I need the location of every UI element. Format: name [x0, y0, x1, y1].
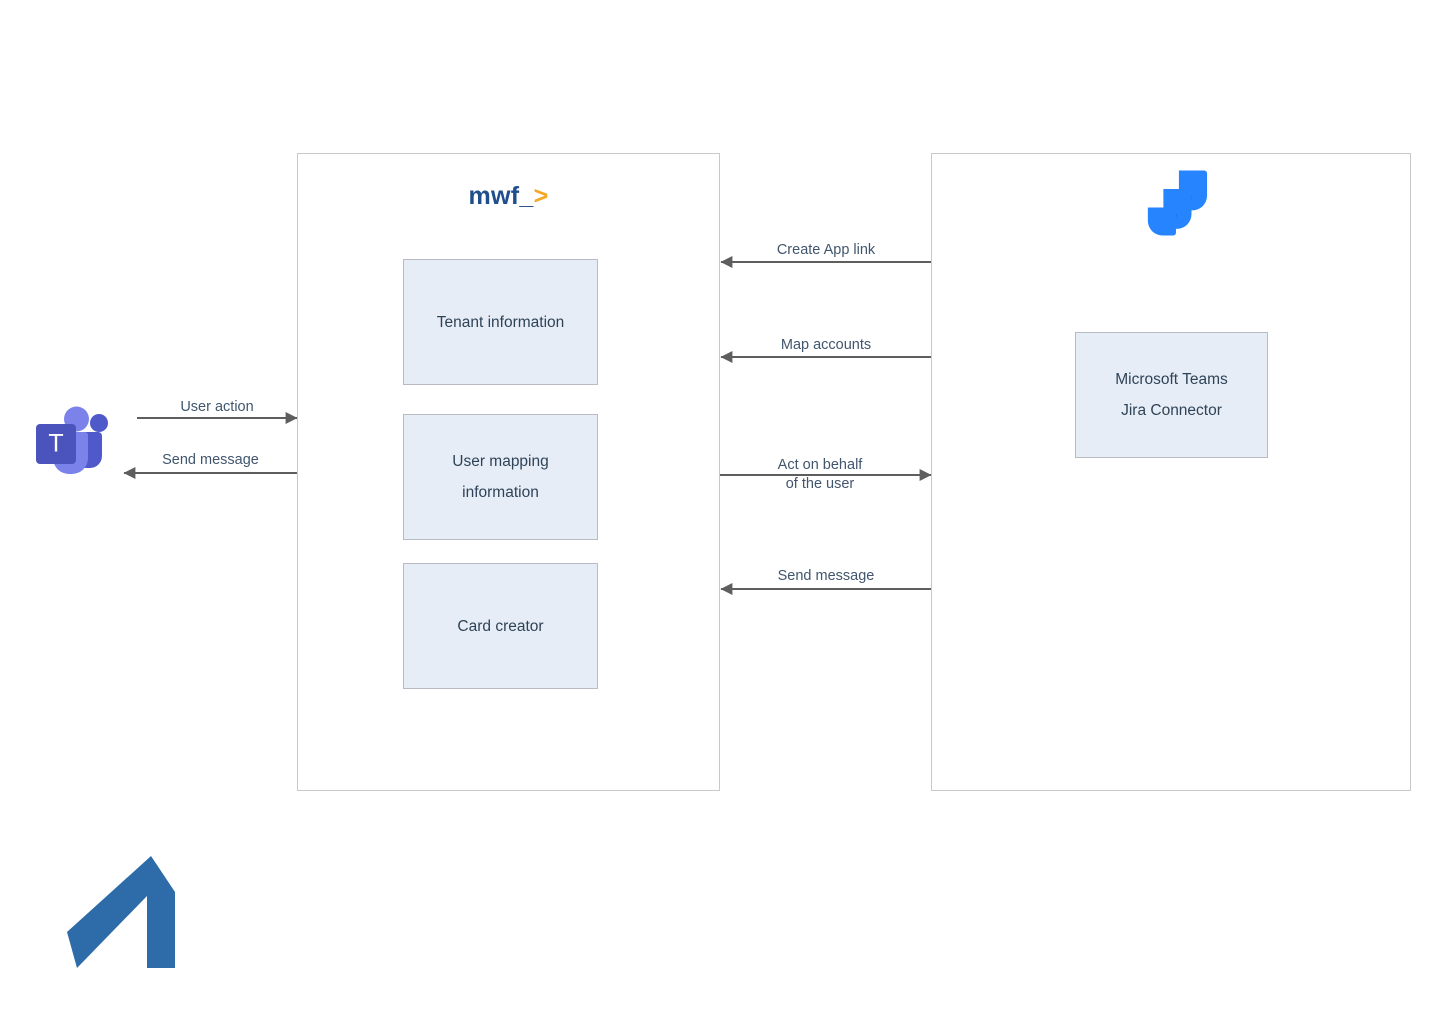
arrow-label-act-on-behalf-of-the-user: Act on behalf of the user — [777, 457, 863, 492]
component-box-tenant-information: Tenant information — [403, 259, 598, 385]
arrow-label-map-accounts: Map accounts — [780, 337, 872, 353]
arrow-label-send-message-to-jira: Send message — [777, 568, 875, 584]
component-label: Tenant information — [436, 313, 565, 331]
blue-arrow-watermark-icon — [55, 848, 175, 968]
component-box-user-mapping-information: User mapping information — [403, 414, 598, 540]
arrow-label-create-app-link: Create App link — [776, 242, 876, 258]
svg-text:T: T — [48, 430, 63, 458]
component-label-line-2: information — [462, 484, 539, 501]
arrow-label-send-message-to-teams: Send message — [162, 452, 259, 468]
microsoft-teams-icon: T — [31, 401, 113, 479]
mwf-logo-chevron-icon: > — [533, 181, 549, 210]
arrow-label-user-action: User action — [180, 399, 254, 415]
component-label-line-1: Microsoft Teams — [1115, 371, 1228, 388]
component-box-microsoft-teams-jira-connector: Microsoft Teams Jira Connector — [1075, 332, 1268, 458]
component-label-line-2: Jira Connector — [1121, 402, 1222, 419]
component-label-line-1: User mapping — [452, 453, 549, 470]
component-label: Card creator — [457, 617, 544, 635]
mwf-logo-word: mwf_ — [468, 181, 534, 210]
mwf-logo: mwf_> — [297, 181, 720, 211]
jira-container — [931, 153, 1411, 791]
jira-icon — [1136, 166, 1210, 240]
component-box-card-creator: Card creator — [403, 563, 598, 689]
